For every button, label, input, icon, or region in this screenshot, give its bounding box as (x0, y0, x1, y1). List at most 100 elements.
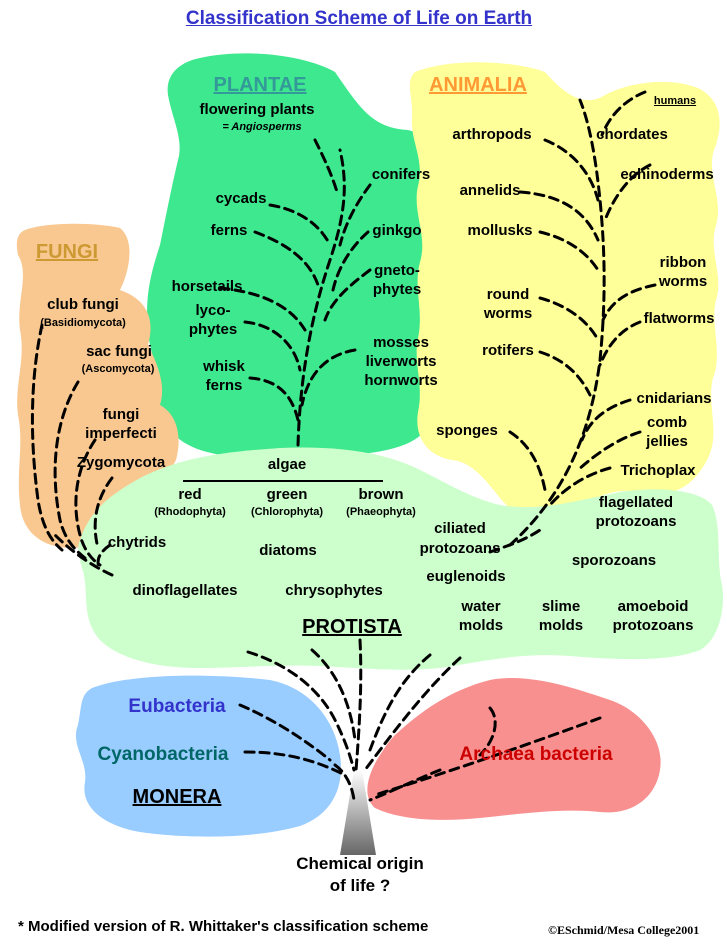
label-cyanobacteria: Cyanobacteria (97, 744, 229, 765)
protista-heading: PROTISTA (302, 616, 402, 638)
label-flatworms: flatworms (643, 310, 715, 327)
monera-heading: MONERA (132, 786, 222, 808)
footnote: * Modified version of R. Whittaker's cla… (18, 918, 429, 935)
label-ascomycota: (Ascomycota) (81, 363, 155, 375)
fungi-heading: FUNGI (35, 241, 99, 263)
label-euglenoids: euglenoids (426, 568, 506, 585)
label-lycophytes-2: phytes (188, 321, 238, 338)
label-gnetophytes-2: phytes (372, 281, 422, 298)
branch-rotifers (538, 350, 592, 397)
branch-humans (600, 90, 647, 137)
label-trichoplax: Trichoplax (620, 462, 696, 479)
protista-region (78, 447, 724, 670)
label-liverworts: liverworts (365, 353, 437, 370)
label-flagellated-2: protozoans (595, 513, 677, 530)
fungi-region (16, 223, 179, 548)
label-arthropods: arthropods (452, 126, 532, 143)
label-combjellies-1: comb (646, 414, 688, 431)
branch-ginkgo (331, 230, 370, 292)
label-chrysophytes: chrysophytes (285, 582, 383, 599)
label-water-molds-2: molds (458, 617, 504, 634)
branch-protista-right1 (368, 653, 432, 752)
label-flowering-plants: flowering plants (199, 101, 315, 118)
branch-ferns (253, 230, 320, 287)
label-slime-molds-2: molds (538, 617, 584, 634)
copyright: ©ESchmid/Mesa College2001 (548, 923, 700, 937)
branch-gnetophytes (323, 268, 372, 322)
branch-echinoderms (603, 163, 652, 222)
branch-monera-curve (333, 763, 356, 802)
label-water-molds-1: water (461, 598, 501, 615)
branch-animalia-main (508, 98, 606, 547)
branch-cyanobacteria (243, 750, 347, 777)
branch-arthropods (543, 138, 600, 202)
label-ciliated-1: ciliated (434, 520, 486, 537)
branch-flatworms (598, 320, 642, 367)
label-whiskferns-1: whisk (203, 358, 245, 375)
branch-cnidarians (580, 398, 632, 442)
page-title: Classification Scheme of Life on Earth (185, 8, 533, 29)
label-archaea-bacteria: Archaea bacteria (459, 744, 613, 765)
label-echinoderms: echinoderms (620, 166, 714, 183)
label-roundworms-1: round (486, 286, 530, 303)
branch-cycads (268, 203, 332, 247)
label-amoeboid-2: protozoans (612, 617, 694, 634)
label-eubacteria: Eubacteria (128, 696, 226, 717)
label-roundworms-2: worms (483, 305, 533, 322)
animalia-heading: ANIMALIA (429, 74, 527, 96)
branch-trichoplax (548, 466, 612, 507)
label-lycophytes-1: lyco- (195, 302, 231, 319)
label-horsetails: horsetails (171, 278, 243, 295)
branch-whiskferns (248, 376, 300, 422)
label-basidiomycota: (Basidiomycota) (40, 317, 126, 329)
label-slime-molds-1: slime (541, 598, 581, 615)
branch-sponges (508, 430, 547, 492)
label-zygomycota: Zygomycota (76, 454, 166, 471)
branch-protista-mid (310, 648, 357, 742)
label-ciliated-2: protozoans (419, 540, 501, 557)
branch-roundworms (538, 296, 599, 340)
label-origin-1: Chemical origin (296, 854, 424, 873)
branch-sacfungi (53, 380, 87, 560)
branch-fungi-trunk (53, 533, 114, 577)
label-combjellies-2: jellies (646, 433, 688, 450)
branch-zygomycota (93, 476, 114, 550)
branch-plantae-main (296, 148, 346, 447)
branch-ciliated (488, 528, 542, 554)
branch-clubfungi (30, 323, 64, 552)
branch-protista-center (354, 638, 363, 772)
label-annelids: annelids (459, 182, 521, 199)
label-origin-2: of life ? (329, 876, 391, 895)
label-flagellated-1: flagellated (598, 494, 674, 511)
label-chytrids: chytrids (107, 534, 167, 551)
branch-imperfecti (74, 438, 102, 567)
label-diatoms: diatoms (259, 542, 317, 559)
label-phaeophyta: (Phaeophyta) (346, 506, 416, 518)
label-hornworts: hornworts (364, 372, 438, 389)
label-mollusks: mollusks (467, 222, 533, 239)
tree-trunk (340, 770, 376, 855)
label-ginkgo: ginkgo (372, 222, 422, 239)
label-brown-algae: brown (358, 486, 404, 503)
label-sac-fungi: sac fungi (86, 343, 152, 360)
label-sponges: sponges (436, 422, 498, 439)
branch-ribbonworms (601, 283, 657, 322)
monera-region (75, 675, 341, 837)
branch-eubacteria (238, 703, 332, 762)
label-whiskferns-2: ferns (205, 377, 243, 394)
plantae-heading: PLANTAE (213, 74, 307, 96)
label-ferns: ferns (210, 222, 248, 239)
label-amoeboid-1: amoeboid (617, 598, 689, 615)
label-gnetophytes-1: gneto- (374, 262, 420, 279)
label-red-algae: red (178, 486, 202, 503)
label-algae: algae (267, 456, 307, 473)
branch-mollusks (538, 230, 600, 272)
branch-chytrids (96, 543, 112, 572)
branch-archaea-lower (368, 768, 442, 802)
branch-lycophytes (243, 320, 302, 372)
label-chordates: chordates (596, 126, 668, 143)
label-green-algae: green (266, 486, 308, 503)
branch-combjellies (576, 430, 642, 472)
